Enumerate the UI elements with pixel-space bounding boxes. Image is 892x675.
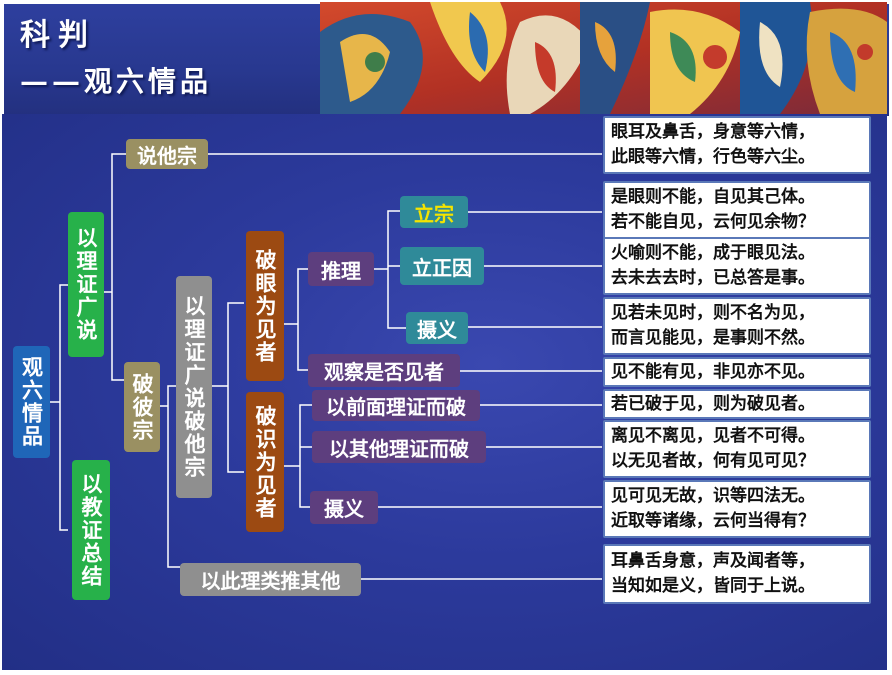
verse-line: 耳鼻舌身意，声及闻者等， [611, 551, 815, 571]
verse-line: 若已破于见，则为破见者。 [611, 393, 815, 414]
connector-l5a [374, 210, 406, 329]
diagram-area: 观六情品 以理证广说 以教证总结 说他宗 破彼宗 以理证广说破他宗 以此理类推其… [2, 114, 887, 670]
node-refute-opponent: 破彼宗 [124, 362, 160, 452]
verse-box: 若已破于见，则为破见者。 [603, 389, 871, 419]
connector-l5-leaves [378, 370, 602, 508]
verse-line: 眼耳及鼻舌，身意等六情， [611, 122, 815, 142]
node-examine-seer: 观察是否见者 [308, 354, 460, 387]
connector-l3a [212, 302, 244, 473]
verse-line: 离见不离见，见者不可得。 [611, 426, 815, 446]
connector-l6 [468, 211, 602, 328]
verse-line: 当知如是义，皆同于上说。 [611, 576, 815, 596]
verse-line: 见不能有见，非见亦不见。 [611, 361, 815, 382]
thangka-banner-image [320, 2, 887, 114]
node-scriptural-proof: 以教证总结 [72, 460, 110, 600]
verse-line: 而言见能见，是事则不然。 [611, 328, 815, 348]
node-reasoning: 推理 [308, 252, 374, 286]
verse-box: 见不能有见，非见亦不见。 [603, 357, 871, 387]
connector-l1a [104, 153, 126, 381]
node-thesis: 立宗 [400, 196, 468, 228]
verse-line: 此眼等六情，行色等六尘。 [611, 147, 815, 167]
node-refute-by-reason: 以理证广说破他宗 [176, 276, 212, 498]
verse-line: 是眼则不能，自见其己体。 [611, 187, 815, 207]
node-correct-reason: 立正因 [400, 247, 484, 285]
connector-l4a [284, 268, 308, 371]
node-refute-by-previous: 以前面理证而破 [312, 390, 480, 421]
verse-line: 近取等诸缘，云何当得有？ [611, 511, 815, 531]
connector-l2b [160, 385, 180, 568]
slide-title: 科判 [20, 18, 96, 53]
verse-box: 耳鼻舌身意，声及闻者等， 当知如是义，皆同于上说。 [603, 544, 871, 604]
verse-line: 去未去去时，已总答是事。 [611, 268, 815, 288]
connector-l4b [284, 404, 312, 508]
verse-box: 火喻则不能，成于眼见法。 去未去去时，已总答是事。 [603, 237, 871, 295]
verse-box: 是眼则不能，自见其己体。 若不能自见，云何见余物？ [603, 181, 871, 239]
connector-lines [50, 153, 602, 580]
verse-line: 见若未见时，则不名为见， [611, 303, 815, 323]
node-rational-proof: 以理证广说 [68, 212, 104, 357]
verse-line: 见可见无故，识等四法无。 [611, 486, 815, 506]
connector-root [50, 284, 68, 531]
slide-subtitle: ——观六情品 [20, 65, 213, 98]
verse-line: 以无见者故，何有见可见？ [611, 451, 815, 471]
node-summary-b: 摄义 [310, 491, 378, 524]
thangka-illustration [320, 2, 887, 114]
verse-box: 见可见无故，识等四法无。 近取等诸缘，云何当得有？ [603, 480, 871, 538]
verse-line: 火喻则不能，成于眼见法。 [611, 243, 815, 263]
verse-box: 离见不离见，见者不可得。 以无见者故，何有见可见？ [603, 420, 871, 478]
node-apply-to-others: 以此理类推其他 [180, 563, 361, 596]
node-refute-eye-seer: 破眼为见者 [246, 231, 284, 381]
node-opponent-view: 说他宗 [126, 139, 208, 169]
node-refute-by-other: 以其他理证而破 [312, 431, 486, 463]
verse-box: 见若未见时，则不名为见， 而言见能见，是事则不然。 [603, 297, 871, 355]
verse-box: 眼耳及鼻舌，身意等六情， 此眼等六情，行色等六尘。 [603, 116, 871, 174]
node-root: 观六情品 [13, 346, 50, 458]
node-refute-consciousness-seer: 破识为见者 [246, 392, 284, 532]
node-summary-a: 摄义 [406, 312, 468, 344]
verse-line: 若不能自见，云何见余物？ [611, 212, 815, 232]
